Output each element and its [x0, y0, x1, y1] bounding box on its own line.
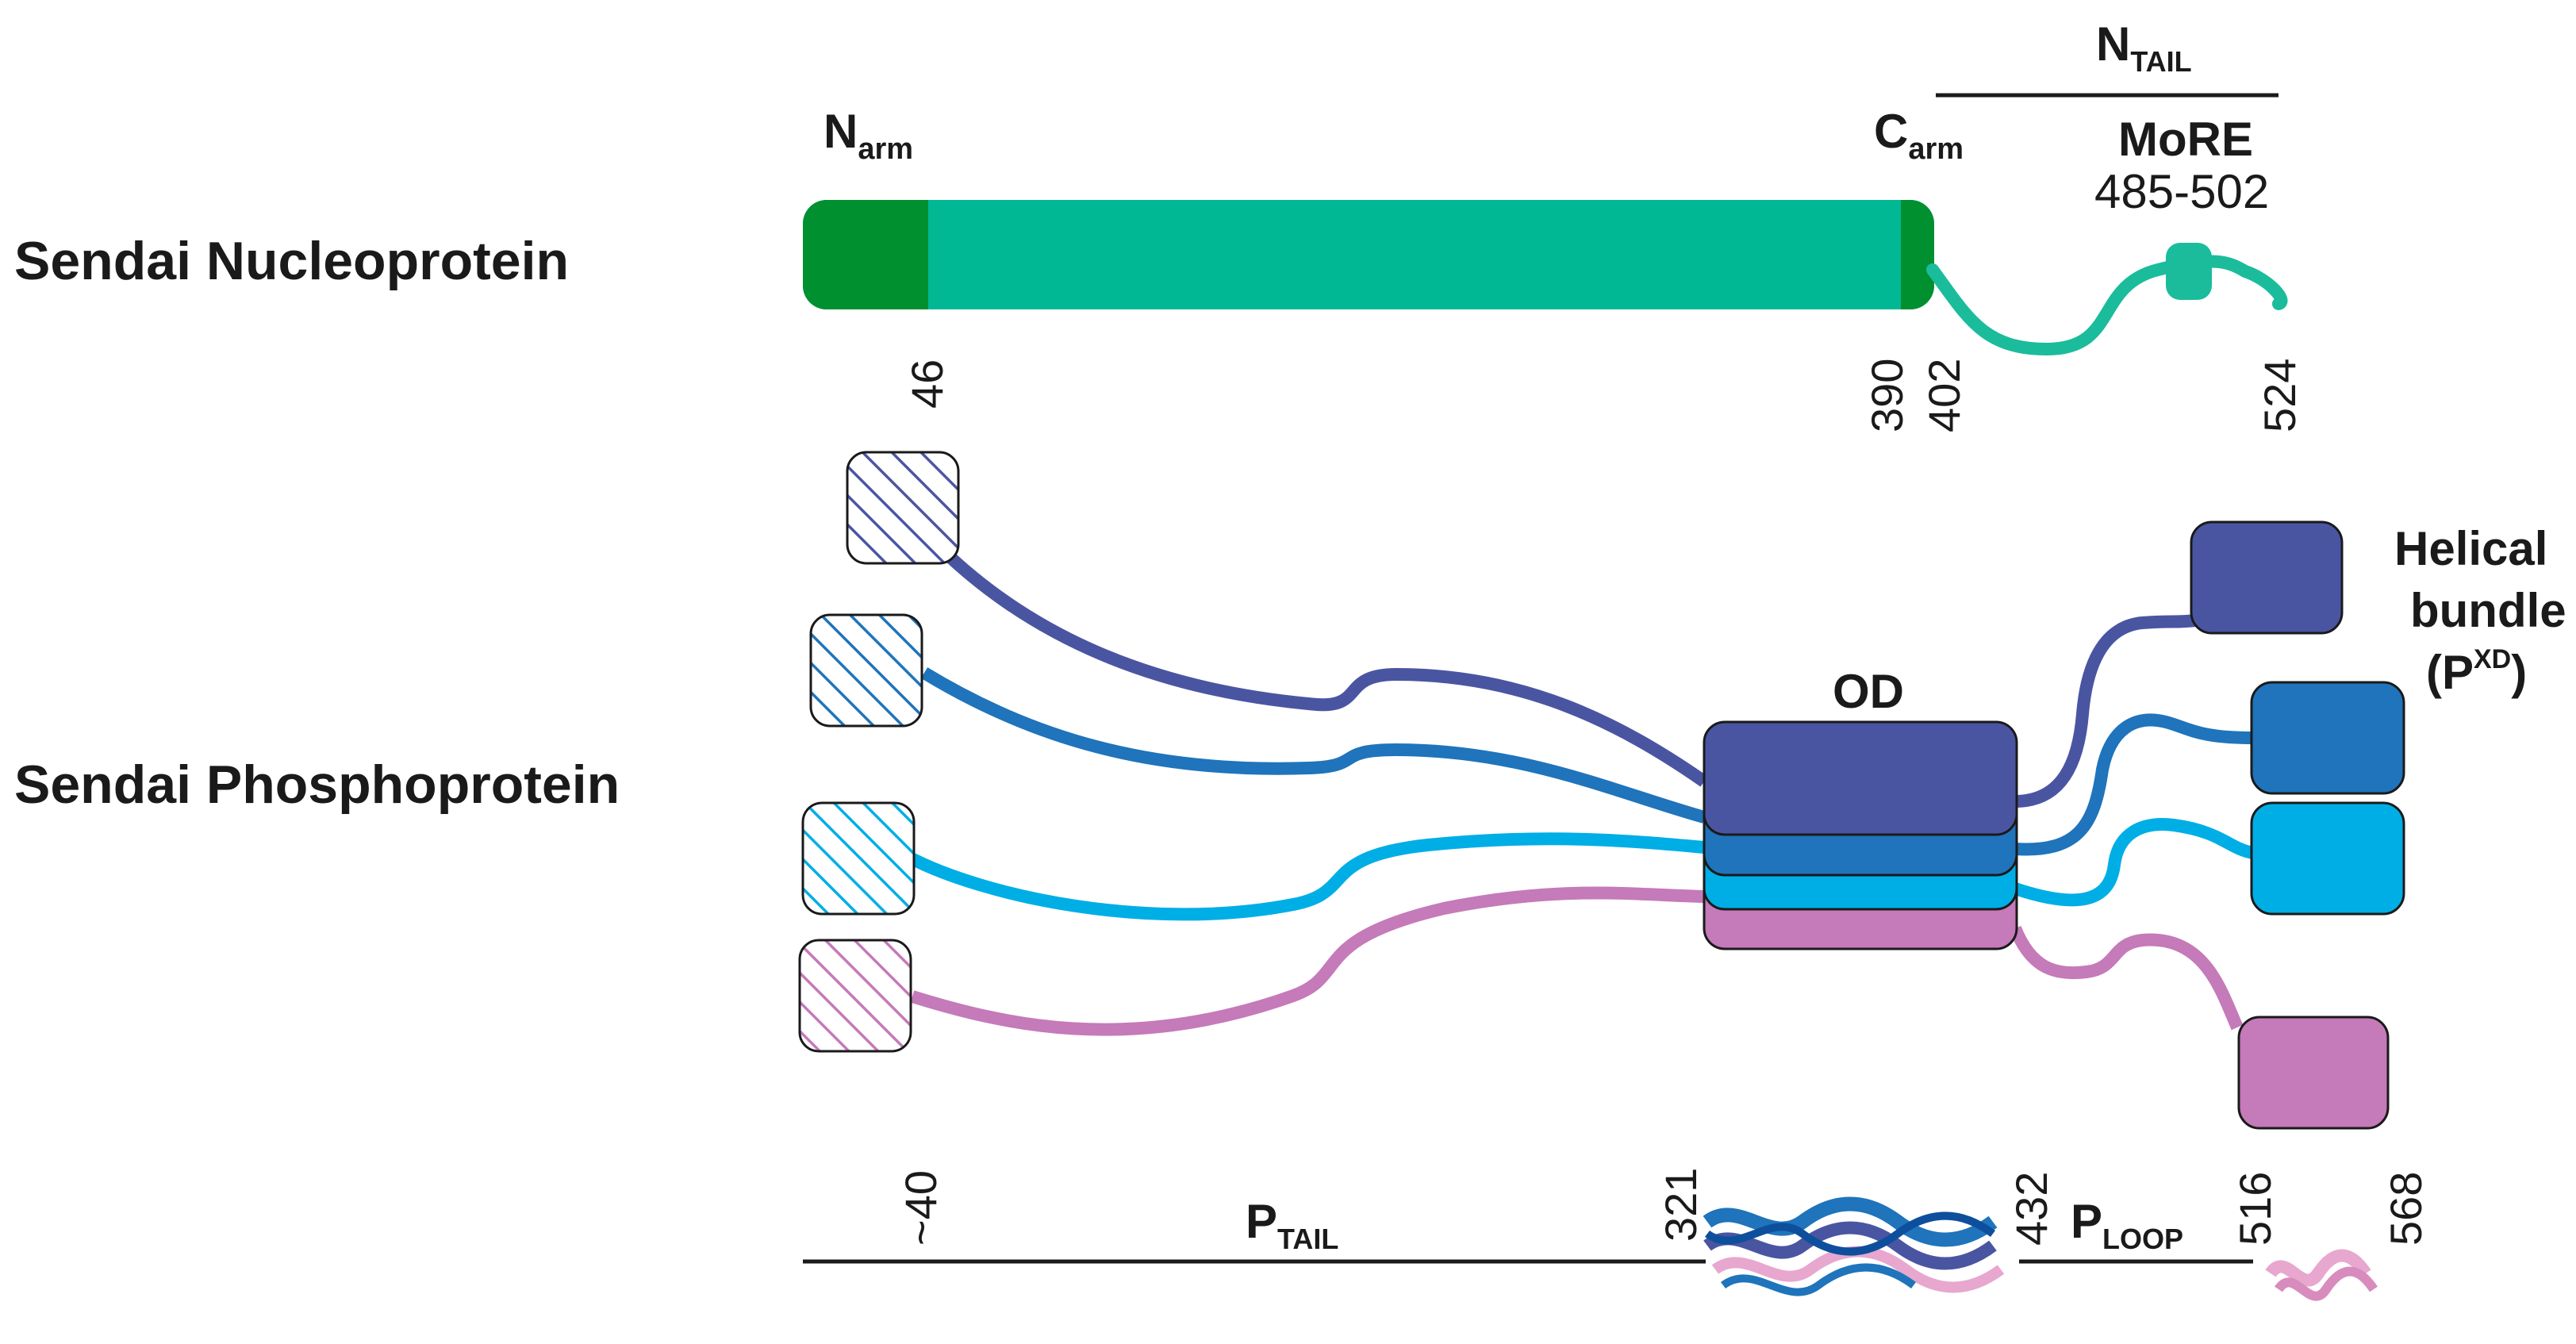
svg-text:(PXD): (PXD) [2426, 644, 2527, 699]
p-position-516: 516 [2230, 1172, 2280, 1246]
helical-bundle-label: Helical bundle (PXD) [2394, 522, 2566, 699]
n-tail-label: NTAIL [2096, 17, 2192, 78]
n-position-524: 524 [2255, 359, 2305, 432]
p-position-568: 568 [2381, 1172, 2431, 1246]
c-arm-region [1901, 200, 1934, 309]
n-position-390: 390 [1862, 359, 1912, 432]
p-linker-chain-3 [905, 832, 1705, 921]
oligomerization-domain [1703, 720, 2018, 950]
svg-text:Helical: Helical [2394, 522, 2547, 575]
p-xd-domain-chain-2 [2250, 681, 2405, 795]
p-loop-chain-2 [2014, 713, 2254, 856]
p-xd-domain-chain-3 [2250, 801, 2405, 916]
c-arm-label: Carm [1874, 105, 1964, 166]
phosphoprotein-title: Sendai Phosphoprotein [14, 755, 620, 815]
n-tail-curve [1926, 255, 2288, 356]
p-position-432: 432 [2006, 1172, 2056, 1246]
n-position-402: 402 [1919, 359, 1969, 432]
p-loop-chain-1 [2014, 614, 2197, 808]
od-structure-cartoon [1703, 1196, 2005, 1296]
nucleoprotein-title: Sendai Nucleoprotein [14, 231, 569, 291]
n-arm-label: Narm [823, 105, 913, 166]
xd-structure-cartoon [2265, 1249, 2378, 1301]
p-linker-chain-4 [910, 886, 1705, 1036]
p-n-domain-chain-2 [809, 613, 923, 728]
p-position-40: ~40 [896, 1170, 946, 1246]
p-loop-label: PLOOP [2071, 1195, 2183, 1255]
more-range-label: 485-502 [2094, 165, 2269, 218]
p-n-domain-chain-3 [801, 801, 916, 916]
n-position-46: 46 [902, 359, 952, 409]
p-linker-chain-1 [939, 547, 1708, 787]
od-label: OD [1833, 665, 1904, 718]
n-arm-region [803, 200, 928, 309]
p-tail-label: PTAIL [1246, 1195, 1338, 1255]
p-xd-domain-chain-4 [2237, 1016, 2390, 1130]
p-n-domain-chain-4 [798, 939, 912, 1053]
p-position-321: 321 [1656, 1168, 1706, 1242]
p-xd-domain-chain-1 [2190, 520, 2344, 635]
p-n-domain-chain-1 [846, 451, 960, 565]
p-loop-chain-4 [2009, 925, 2244, 1031]
p-loop-chain-3 [2013, 818, 2255, 907]
nucleoprotein-core-domain [803, 200, 1934, 309]
svg-text:bundle: bundle [2410, 584, 2566, 637]
more-motif [2166, 243, 2212, 300]
more-label: MoRE [2118, 113, 2253, 166]
p-linker-chain-2 [920, 667, 1706, 824]
